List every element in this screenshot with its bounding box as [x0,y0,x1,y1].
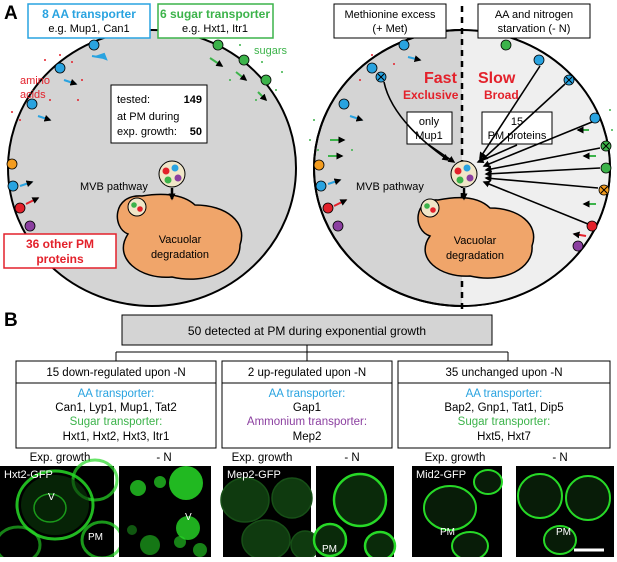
micro-mid2-exp [412,466,503,561]
micro-hxt2-n [119,466,211,557]
fast-label: Fast [424,70,458,87]
col2-l4: Mep2 [293,431,322,443]
endocytosis-arrows [383,65,601,225]
right-mvb-label: MVB pathway [356,181,424,193]
micro-mid2-n [516,466,614,557]
col1-head: 15 down-regulated upon -N [46,367,185,379]
exclusive-label: Exclusive [403,88,459,102]
pm-label-3: PM [440,527,455,538]
sugar-dots [229,44,283,101]
sugar-box-sub: e.g. Hxt1, Itr1 [182,23,248,35]
left-mvb-fusing [127,197,147,217]
col3-l2: Bap2, Gnp1, Tat1, Dip5 [444,402,563,414]
v-label-2: V [185,512,192,523]
mid2-label: Mid2-GFP [416,469,466,481]
col2-l1: AA transporter: [269,388,346,400]
only-label: only [419,116,440,128]
aa-box-sub: e.g. Mup1, Can1 [48,23,129,35]
right-transporters [313,39,612,252]
sugar-box-title: 6 sugar transporter [160,7,270,21]
left-vacuole [116,193,243,280]
col1-l2: Can1, Lyp1, Mup1, Tat2 [55,402,176,414]
top-summary-text: 50 detected at PM during exponential gro… [188,324,426,338]
mvb-vesicle [171,164,179,172]
pm-label1: at PM during [117,111,179,123]
sugar-transporter-box [157,3,274,39]
amino-label2: acids [20,89,46,101]
col2-box [221,360,393,449]
tested-box [110,84,208,144]
methionine-box [333,3,447,39]
tested-label: tested: [117,94,150,106]
other-pm-label1: 36 other PM [26,237,94,251]
col2-l2: Gap1 [293,402,321,414]
other-pm-box [3,233,117,269]
col1-l3: Sugar transporter: [70,416,163,428]
pm-label: PM [88,532,103,543]
micro-mep2-n [312,466,397,562]
met-box-line1: Methionine excess [344,9,436,21]
col1-box [15,360,217,449]
left-mvb-label: MVB pathway [80,181,148,193]
micro3-exp-label: Exp. growth [425,452,486,464]
col3-l4: Hxt5, Hxt7 [477,431,531,443]
left-mvb [158,160,186,188]
col3-l1: AA transporter: [466,388,543,400]
col2-head: 2 up-regulated upon -N [248,367,366,379]
pm15-label1: 15 [511,116,523,128]
sugars-label: sugars [254,45,288,57]
broad-label: Broad [484,88,519,102]
right-vacuole-label1: Vacuolar [454,235,497,247]
mvb-vesicle [174,174,182,182]
other-pm-label2: proteins [36,252,84,266]
only-mup1-box [406,111,453,145]
starvation-box [477,3,591,39]
pm-label-2: PM [322,544,337,555]
slow-label: Slow [478,70,516,87]
aa-box-title: 8 AA transporter [42,7,136,21]
mvb-vesicle [162,167,170,175]
pm-label2: exp. growth: [117,126,177,138]
col3-head: 35 unchanged upon -N [445,367,562,379]
left-vacuole-label2: degradation [151,249,209,261]
right-sugar-dots [309,109,613,151]
micro1-n-label: - N [156,452,171,464]
hxt2-label: Hxt2-GFP [4,469,53,481]
micro2-n-label: - N [344,452,359,464]
pm-value: 50 [190,126,202,138]
left-transporters [6,39,272,232]
micro3-n-label: - N [552,452,567,464]
micro-mep2-exp [220,466,320,561]
starv-box-line1: AA and nitrogen [495,9,573,21]
col3-l3: Sugar transporter: [458,416,551,428]
starv-box-line2: starvation (- N) [498,23,571,35]
mvb-vesicle [164,176,172,184]
v-label: V [48,492,55,503]
pm15-label2: PM proteins [488,130,547,142]
met-box-line2: (+ Met) [372,23,407,35]
panel-a-label: A [4,3,18,24]
top-summary-box [121,314,493,346]
col1-l4: Hxt1, Hxt2, Hxt3, Itr1 [63,431,170,443]
amino-label1: amino [20,75,50,87]
right-vacuole-label2: degradation [446,250,504,262]
col1-l1: AA transporter: [78,388,155,400]
micro2-exp-label: Exp. growth [232,452,293,464]
right-vacuole [417,196,535,279]
tree-connectors [115,345,509,361]
micro1-exp-label: Exp. growth [30,452,91,464]
right-mvb [450,160,478,188]
tested-value: 149 [184,94,202,106]
left-vacuole-label1: Vacuolar [159,234,202,246]
panel-b-label: B [4,310,18,331]
amino-acid-dots [11,54,83,121]
mep2-label: Mep2-GFP [227,469,281,481]
pm-label-4: PM [556,527,571,538]
aa-transporter-box [27,3,151,39]
col3-box [397,360,611,449]
col2-l3: Ammonium transporter: [247,416,367,428]
